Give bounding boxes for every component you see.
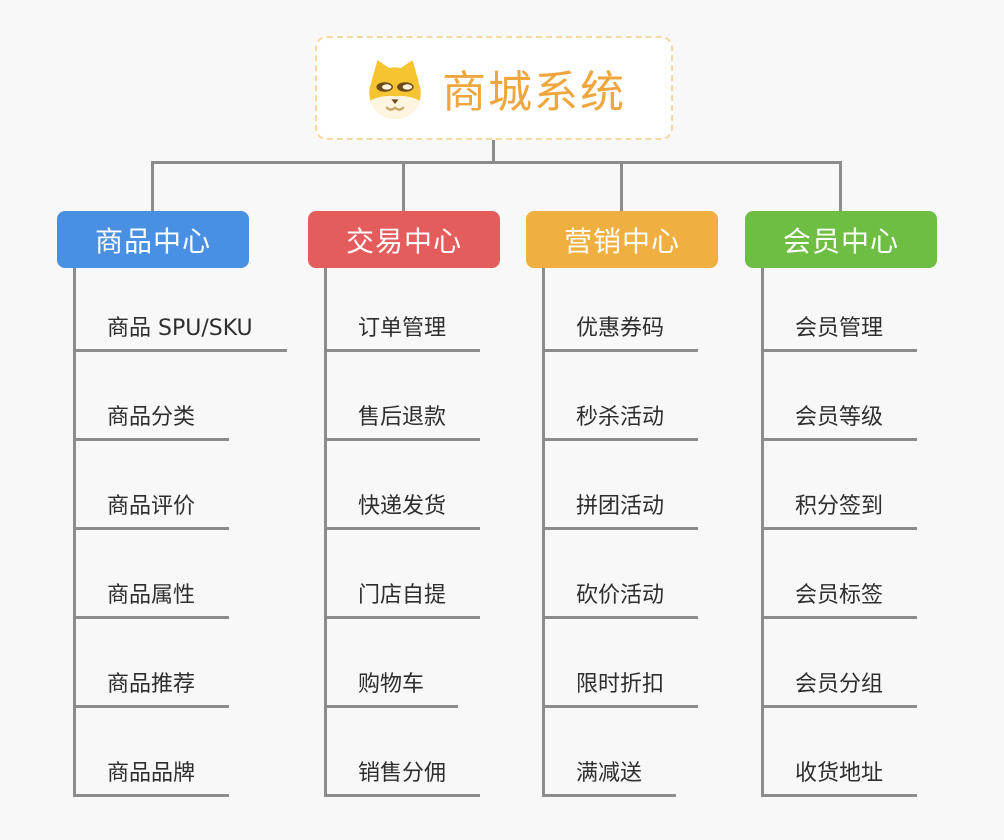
leaf-topic[interactable]: 收货地址: [764, 708, 918, 797]
leaf-topic[interactable]: 优惠券码: [545, 268, 699, 352]
leaf-topic[interactable]: 会员标签: [764, 530, 918, 619]
root-topic[interactable]: 商城系统: [315, 36, 673, 140]
dog-face-icon: [369, 60, 421, 119]
leaf-topic[interactable]: 商品品牌: [76, 708, 230, 797]
leaf-topic[interactable]: 销售分佣: [327, 708, 481, 797]
connector-bus: [151, 161, 842, 164]
branch-members-leaves: 会员管理 会员等级 积分签到 会员标签 会员分组 收货地址: [761, 268, 918, 797]
connector-drop-trade: [402, 161, 405, 211]
leaf-topic[interactable]: 购物车: [327, 619, 459, 708]
connector-root-vertical: [492, 140, 495, 162]
leaf-topic[interactable]: 拼团活动: [545, 441, 699, 530]
branch-marketing: 营销中心 优惠券码 秒杀活动 拼团活动 砍价活动 限时折扣 满减送: [526, 211, 718, 797]
branch-node-products[interactable]: 商品中心: [57, 211, 249, 268]
leaf-topic[interactable]: 商品 SPU/SKU: [76, 268, 287, 352]
branch-members: 会员中心 会员管理 会员等级 积分签到 会员标签 会员分组 收货地址: [745, 211, 937, 797]
branch-products-leaves: 商品 SPU/SKU 商品分类 商品评价 商品属性 商品推荐 商品品牌: [73, 268, 287, 797]
branch-trade-leaves: 订单管理 售后退款 快递发货 门店自提 购物车 销售分佣: [324, 268, 481, 797]
leaf-topic[interactable]: 售后退款: [327, 352, 481, 441]
leaf-topic[interactable]: 会员管理: [764, 268, 918, 352]
leaf-topic[interactable]: 门店自提: [327, 530, 481, 619]
leaf-topic[interactable]: 订单管理: [327, 268, 481, 352]
branch-node-members[interactable]: 会员中心: [745, 211, 937, 268]
leaf-topic[interactable]: 满减送: [545, 708, 677, 797]
connector-drop-products: [151, 161, 154, 211]
branch-marketing-leaves: 优惠券码 秒杀活动 拼团活动 砍价活动 限时折扣 满减送: [542, 268, 699, 797]
leaf-topic[interactable]: 限时折扣: [545, 619, 699, 708]
branch-trade: 交易中心 订单管理 售后退款 快递发货 门店自提 购物车 销售分佣: [308, 211, 500, 797]
leaf-topic[interactable]: 快递发货: [327, 441, 481, 530]
leaf-topic[interactable]: 会员等级: [764, 352, 918, 441]
branch-node-marketing[interactable]: 营销中心: [526, 211, 718, 268]
root-topic-label: 商城系统: [442, 67, 626, 118]
leaf-topic[interactable]: 秒杀活动: [545, 352, 699, 441]
leaf-topic[interactable]: 商品评价: [76, 441, 230, 530]
connector-drop-marketing: [620, 161, 623, 211]
leaf-topic[interactable]: 商品属性: [76, 530, 230, 619]
branch-node-trade[interactable]: 交易中心: [308, 211, 500, 268]
leaf-topic[interactable]: 会员分组: [764, 619, 918, 708]
branch-products: 商品中心 商品 SPU/SKU 商品分类 商品评价 商品属性 商品推荐 商品品牌: [57, 211, 287, 797]
connector-drop-members: [839, 161, 842, 211]
leaf-topic[interactable]: 砍价活动: [545, 530, 699, 619]
leaf-topic[interactable]: 商品推荐: [76, 619, 230, 708]
leaf-topic[interactable]: 积分签到: [764, 441, 918, 530]
leaf-topic[interactable]: 商品分类: [76, 352, 230, 441]
